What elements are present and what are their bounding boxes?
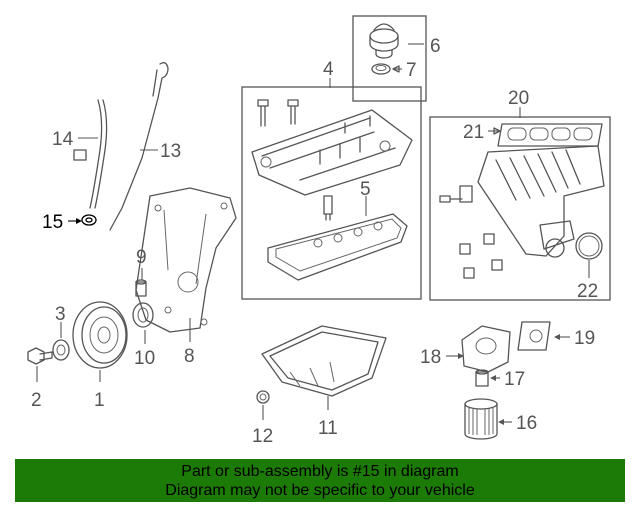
crankshaft-seal-icon [132,302,154,328]
callout-6[interactable]: 6 [430,36,441,57]
box-oil-cap [352,15,427,102]
callout-2[interactable]: 2 [31,390,42,411]
callout-20[interactable]: 20 [508,88,529,109]
callout-22[interactable]: 22 [577,281,598,302]
callout-11[interactable]: 11 [318,418,338,439]
oil-filter-icon [464,398,498,440]
valve-cover-bolts-icon [257,99,299,127]
drain-plug-icon [256,390,270,404]
callout-17[interactable]: 17 [504,369,525,390]
oil-filter-housing-icon [461,325,511,373]
callout-7[interactable]: 7 [406,60,417,81]
manifold-sensors-icon [439,185,503,279]
callout-4[interactable]: 4 [323,59,334,80]
box-valve-cover [241,86,422,300]
callout-13[interactable]: 13 [160,141,181,162]
notice-line-2: Diagram may not be specific to your vehi… [165,482,475,499]
callout-18[interactable]: 18 [420,347,441,368]
callout-1[interactable]: 1 [94,390,105,411]
notice-banner: Part or sub-assembly is #15 in diagram D… [15,459,625,502]
valve-cover-gasket-icon [267,213,408,281]
pulley-washer-icon [52,339,70,361]
spark-plug-tube-seal-icon [323,195,333,221]
callout-21[interactable]: 21 [463,122,484,143]
dowel-pin-icon [135,279,147,297]
callout-15[interactable]: 15 [42,212,63,233]
filter-adapter-gasket-icon [517,321,551,351]
dipstick-tube-o-ring-icon [81,214,97,226]
notice-line-1: Part or sub-assembly is #15 in diagram [181,463,459,480]
callout-3[interactable]: 3 [55,304,66,325]
intake-gasket-icon [497,123,603,147]
callout-10[interactable]: 10 [134,348,155,369]
pulley-bolt-icon [27,347,53,365]
callout-5[interactable]: 5 [360,179,371,200]
engine-parts-diagram: 6 7 4 5 20 21 [27,15,611,447]
callout-9[interactable]: 9 [136,247,147,268]
filter-nipple-icon [475,369,489,387]
callout-8[interactable]: 8 [184,346,195,367]
callout-16[interactable]: 16 [516,413,537,434]
dipstick-icon [109,62,169,231]
oil-cap-seal-icon [371,63,391,75]
intake-manifold-icon [477,145,605,258]
box-intake-manifold [429,116,611,301]
callout-12[interactable]: 12 [252,426,273,447]
crankshaft-pulley-icon [72,301,128,369]
timing-cover-icon [135,187,237,333]
throttle-body-gasket-icon [575,232,603,260]
valve-cover-icon [251,109,413,196]
oil-filler-cap-icon [369,23,399,59]
oil-pan-icon [261,325,387,397]
callout-14[interactable]: 14 [52,129,74,150]
callout-19[interactable]: 19 [574,328,595,349]
dipstick-tube-icon [73,99,108,209]
